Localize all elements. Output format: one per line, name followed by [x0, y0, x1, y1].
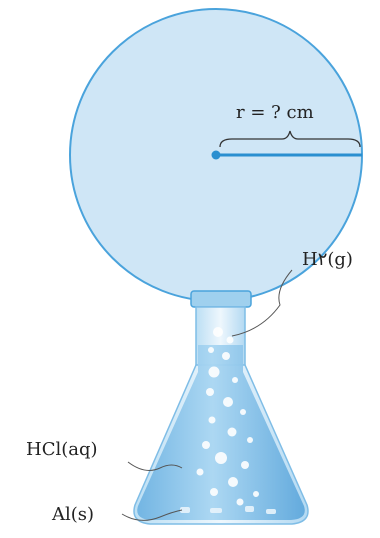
metal-leader-line: [121, 509, 183, 521]
balloon-center-dot: [211, 150, 221, 160]
gas-leader-line: [231, 269, 293, 337]
acid-label: HCl(aq): [26, 439, 98, 460]
gas-bubbles: [196, 327, 259, 506]
gas-label: H۲(g): [302, 249, 353, 270]
aluminium-pieces: [180, 506, 276, 514]
radius-brace: [219, 130, 361, 148]
flask-liquid: [137, 345, 305, 520]
radius-label: r = ? cm: [236, 102, 314, 123]
metal-label: Al(s): [51, 504, 94, 525]
flask-rim: [190, 290, 252, 308]
acid-leader-line: [127, 461, 183, 471]
